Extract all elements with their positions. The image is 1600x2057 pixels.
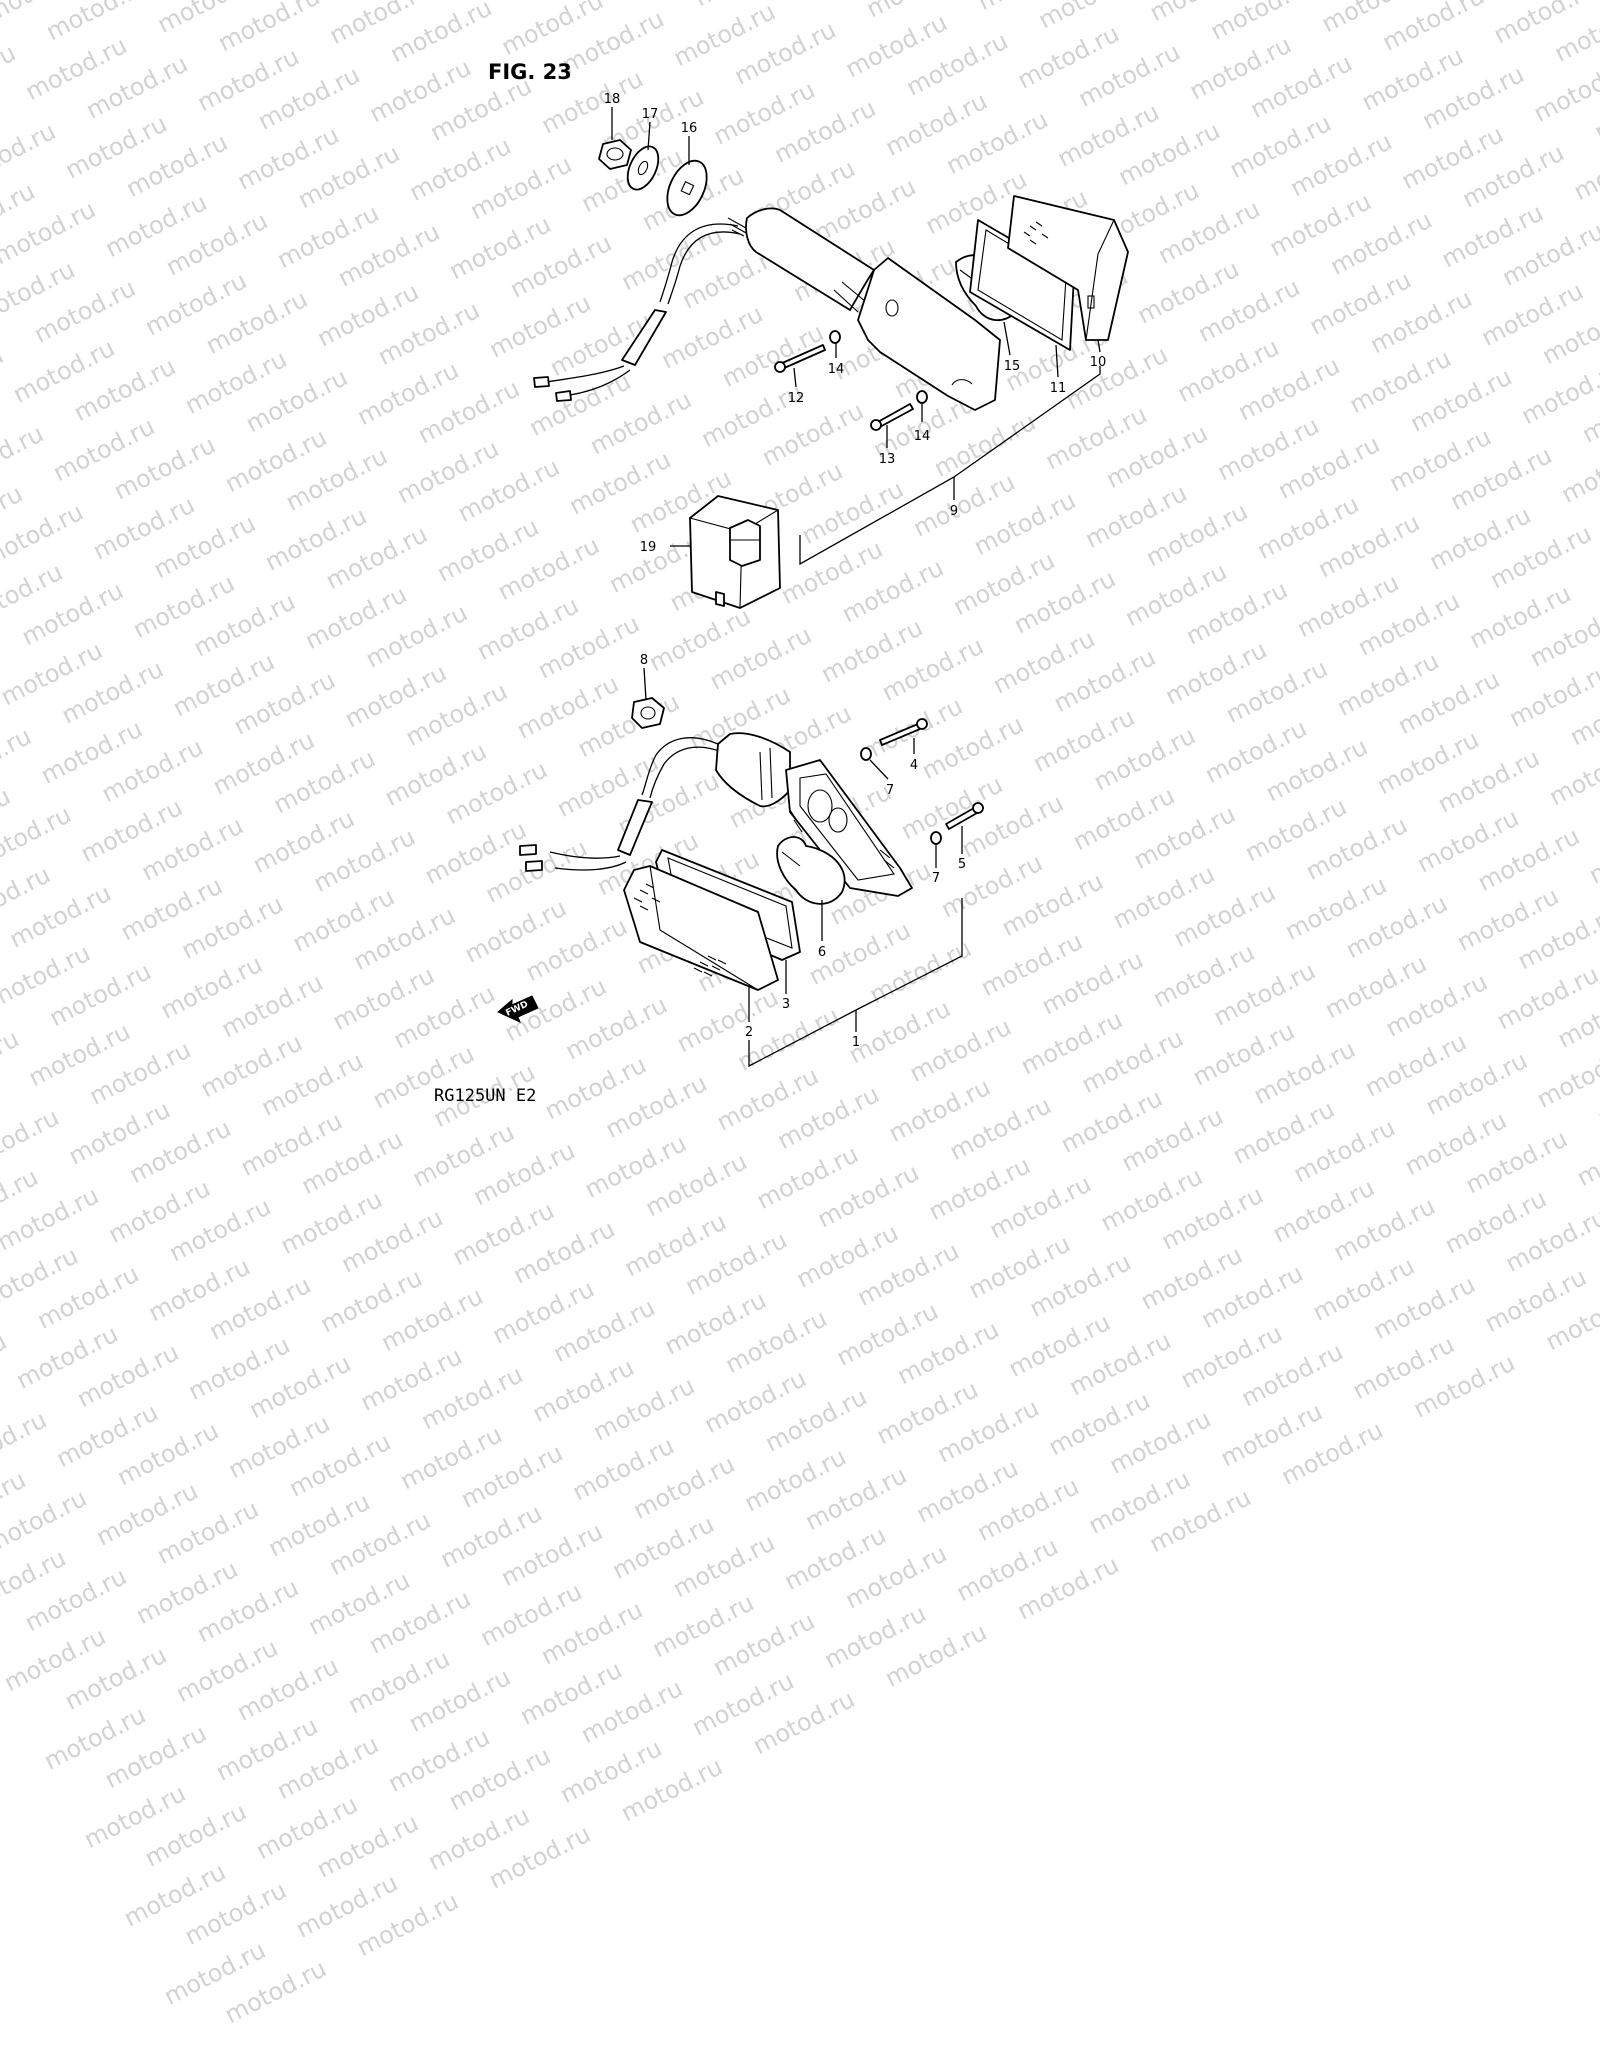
part-17-washer bbox=[626, 145, 660, 191]
callout-19: 19 bbox=[640, 540, 657, 555]
callout-18: 18 bbox=[604, 92, 621, 107]
upper-stud-threads bbox=[727, 217, 749, 237]
parts-diagram: FWD 18 17 16 15 11 10 12 bbox=[497, 92, 1129, 1068]
callout-12: 12 bbox=[788, 391, 805, 406]
callout-7-a: 7 bbox=[886, 783, 894, 798]
lower-lamp-body bbox=[715, 732, 913, 897]
part-12-screw bbox=[774, 344, 826, 373]
callout-14-b: 14 bbox=[914, 429, 931, 444]
part-7-washer-b bbox=[930, 831, 942, 845]
upper-wire-harness bbox=[533, 223, 741, 402]
upper-turn-signal-assembly bbox=[533, 139, 1129, 431]
callout-15: 15 bbox=[1004, 359, 1021, 374]
part-19-flasher-relay bbox=[689, 495, 781, 609]
callout-7-b: 7 bbox=[932, 871, 940, 886]
callout-2: 2 bbox=[745, 1025, 753, 1040]
callout-8: 8 bbox=[640, 653, 648, 668]
callout-1: 1 bbox=[852, 1035, 860, 1050]
callout-3: 3 bbox=[782, 997, 790, 1012]
part-2-lens bbox=[623, 865, 779, 991]
part-16-cushion bbox=[666, 159, 708, 217]
callout-16: 16 bbox=[681, 121, 698, 136]
part-13-screw bbox=[870, 403, 914, 431]
part-7-washer-a bbox=[860, 747, 872, 761]
part-8-nut bbox=[631, 697, 665, 729]
model-code: RG125UN E2 bbox=[434, 1086, 537, 1106]
callout-4: 4 bbox=[910, 758, 918, 773]
leader-lines bbox=[611, 107, 1101, 1068]
upper-lamp-body bbox=[745, 207, 1001, 411]
part-10-lens bbox=[1007, 195, 1129, 341]
forward-direction-arrow: FWD bbox=[497, 995, 539, 1023]
part-5-screw bbox=[945, 802, 984, 830]
callout-labels: 18 17 16 15 11 10 12 14 13 14 9 19 8 4 7… bbox=[604, 92, 1107, 1050]
callout-5: 5 bbox=[958, 857, 966, 872]
part-4-screw bbox=[879, 718, 928, 746]
lower-wire-harness bbox=[519, 737, 723, 872]
callout-11: 11 bbox=[1050, 381, 1067, 396]
callout-14-a: 14 bbox=[828, 362, 845, 377]
part-14-washer-a bbox=[829, 330, 841, 344]
lower-turn-signal-assembly bbox=[519, 697, 984, 991]
callout-13: 13 bbox=[879, 452, 896, 467]
callout-17: 17 bbox=[642, 107, 659, 122]
callout-6: 6 bbox=[818, 945, 826, 960]
callout-9: 9 bbox=[950, 504, 958, 519]
part-18-nut bbox=[598, 139, 632, 170]
figure-title: FIG. 23 bbox=[488, 60, 572, 84]
callout-10: 10 bbox=[1090, 355, 1107, 370]
part-6-bulb bbox=[776, 836, 846, 905]
part-14-washer-b bbox=[916, 390, 928, 404]
